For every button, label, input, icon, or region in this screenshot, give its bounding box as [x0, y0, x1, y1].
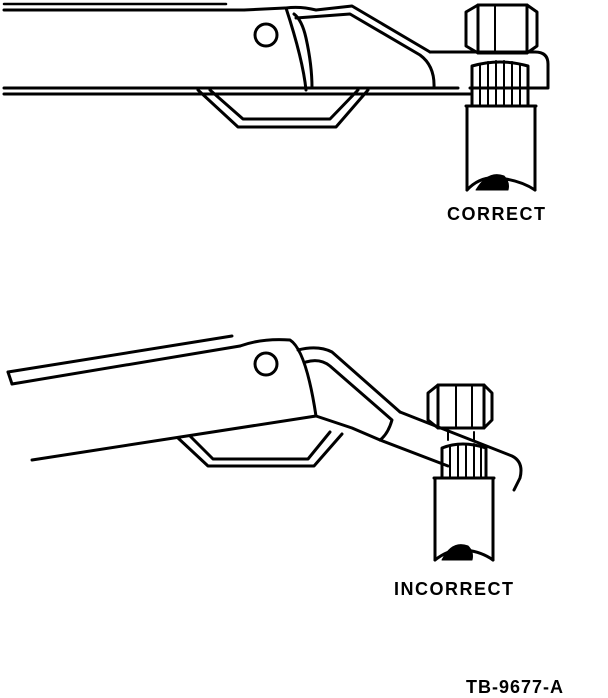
incorrect-knurled-stud: [440, 431, 488, 480]
incorrect-shaft: [432, 476, 496, 562]
figure-id-label: TB-9677-A: [466, 677, 565, 697]
incorrect-hex-nut: [426, 383, 494, 430]
incorrect-assembly: [6, 334, 523, 562]
incorrect-hex-bracket: [176, 430, 344, 468]
incorrect-clip: [238, 338, 523, 492]
correct-hex-bracket: [196, 88, 370, 129]
incorrect-label: INCORRECT: [394, 579, 515, 599]
correct-pivot-hole: [253, 22, 279, 48]
correct-clip: [284, 4, 550, 92]
correct-shaft: [464, 104, 538, 192]
correct-knurled-stud: [470, 60, 530, 108]
correct-label: CORRECT: [447, 204, 547, 224]
incorrect-pivot-hole: [253, 351, 279, 377]
correct-arm: [2, 2, 472, 96]
incorrect-arm: [6, 334, 318, 462]
correct-hex-nut: [464, 3, 539, 55]
correct-assembly: [2, 2, 550, 192]
